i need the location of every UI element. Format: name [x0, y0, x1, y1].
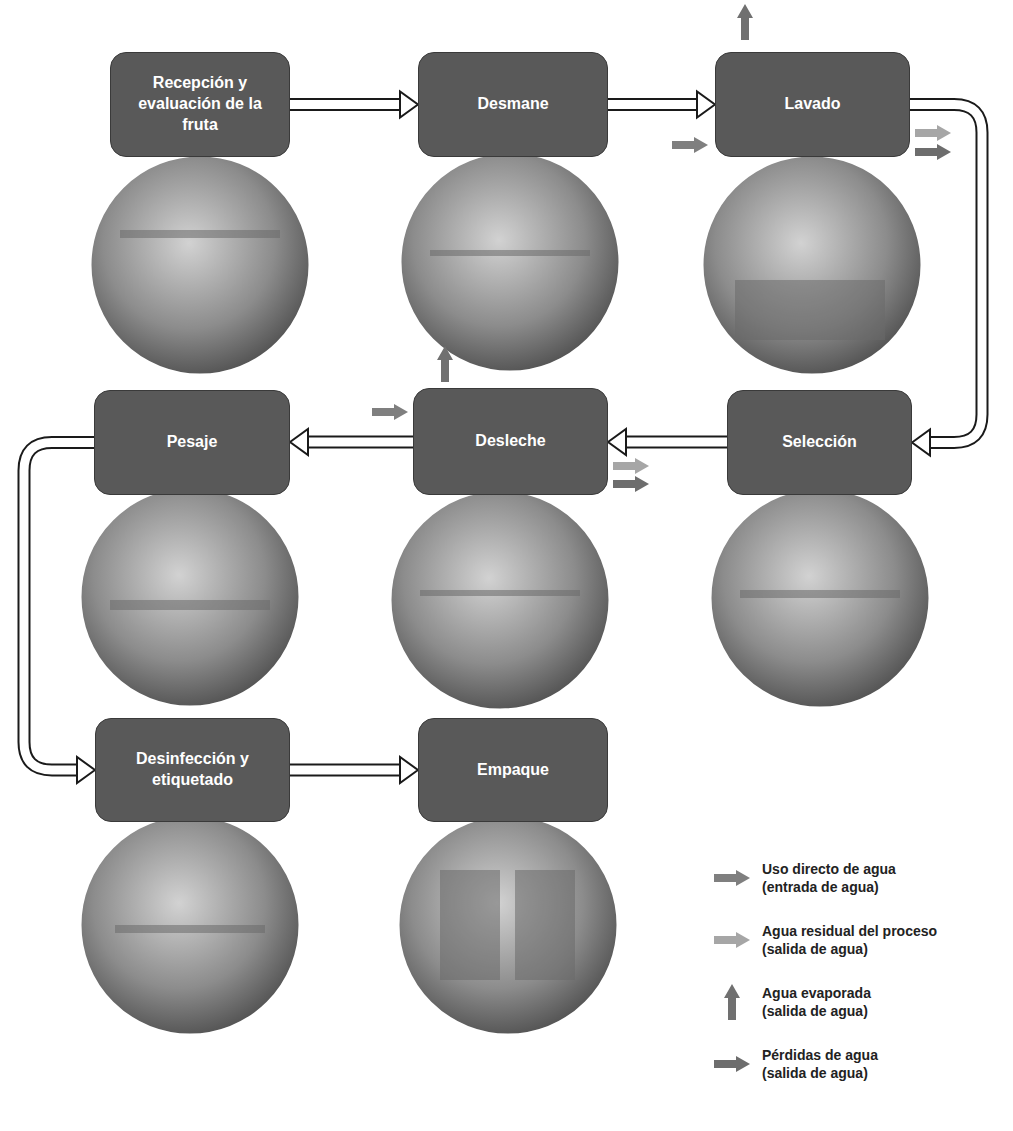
legend-item: Pérdidas de agua (salida de agua)	[712, 1044, 972, 1084]
flow-arrow	[608, 429, 727, 455]
step-label: Pesaje	[167, 432, 218, 453]
photo-detail	[420, 590, 580, 596]
step-label: Desleche	[475, 431, 545, 452]
legend-arrow	[712, 982, 752, 1022]
legend-label: Uso directo de agua (entrada de agua)	[762, 860, 927, 896]
box-text: Pesaje	[167, 432, 218, 453]
photo-detail	[740, 590, 900, 598]
photo-circle	[710, 488, 930, 708]
box-text: Recepción y evaluación de la fruta	[121, 73, 279, 135]
box-text: Desleche	[475, 431, 545, 452]
box-text: Lavado	[784, 94, 840, 115]
photo-detail	[440, 870, 500, 980]
legend-item: Agua residual del proceso (salida de agu…	[712, 920, 972, 960]
photo-circle	[90, 155, 310, 375]
flow-arrow	[910, 105, 982, 456]
box-text: Selección	[782, 432, 857, 453]
process-box: Empaque	[418, 718, 608, 822]
process-box: Desmane	[418, 52, 608, 157]
flow-arrow	[290, 757, 418, 783]
step-label: Empaque	[477, 760, 549, 781]
photo-detail	[430, 250, 590, 256]
photo-circle	[400, 152, 620, 372]
photo-detail	[120, 230, 280, 238]
legend: Uso directo de agua (entrada de agua) Agu…	[712, 858, 972, 1106]
photo-circle	[80, 487, 300, 707]
process-box: Recepción y evaluación de la fruta	[110, 52, 290, 157]
box-text: Desinfección y etiquetado	[106, 749, 279, 791]
water-loss-arrow	[613, 476, 649, 492]
box-text: Desmane	[477, 94, 548, 115]
legend-arrow	[712, 920, 752, 960]
photo-circle	[80, 815, 300, 1035]
photo-detail	[110, 600, 270, 610]
water-input-arrow	[372, 404, 408, 420]
legend-label: Pérdidas de agua (salida de agua)	[762, 1046, 912, 1082]
photo-circle	[390, 490, 610, 710]
photo-detail	[735, 280, 885, 340]
step-label: Lavado	[784, 94, 840, 115]
process-box: Lavado	[715, 52, 910, 157]
legend-label: Agua evaporada (salida de agua)	[762, 984, 912, 1020]
photo-circle	[398, 815, 618, 1035]
flow-arrow	[608, 92, 715, 118]
step-label: Desmane	[477, 94, 548, 115]
legend-arrow	[712, 858, 752, 898]
step-label: Recepción y evaluación de la fruta	[121, 73, 279, 135]
photo-detail	[515, 870, 575, 980]
wastewater-arrow	[915, 125, 951, 141]
photo-detail	[115, 925, 265, 933]
evaporation-arrow	[737, 4, 753, 40]
evaporation-arrow	[437, 346, 453, 382]
process-box: Selección	[727, 390, 912, 495]
process-box: Desleche	[413, 388, 608, 495]
water-loss-arrow	[915, 144, 951, 160]
step-label: Selección	[782, 432, 857, 453]
wastewater-arrow	[613, 458, 649, 474]
legend-arrow	[712, 1044, 752, 1084]
water-input-arrow	[672, 137, 708, 153]
flow-arrow	[290, 92, 418, 118]
legend-item: Agua evaporada (salida de agua)	[712, 982, 972, 1022]
photo-circle	[702, 155, 922, 375]
process-box: Desinfección y etiquetado	[95, 718, 290, 822]
legend-item: Uso directo de agua (entrada de agua)	[712, 858, 972, 898]
box-text: Empaque	[477, 760, 549, 781]
flow-arrow	[24, 443, 95, 784]
flow-arrow	[290, 429, 413, 455]
step-label: Desinfección y etiquetado	[106, 749, 279, 791]
legend-label: Agua residual del proceso (salida de agu…	[762, 922, 972, 958]
process-box: Pesaje	[94, 390, 290, 495]
